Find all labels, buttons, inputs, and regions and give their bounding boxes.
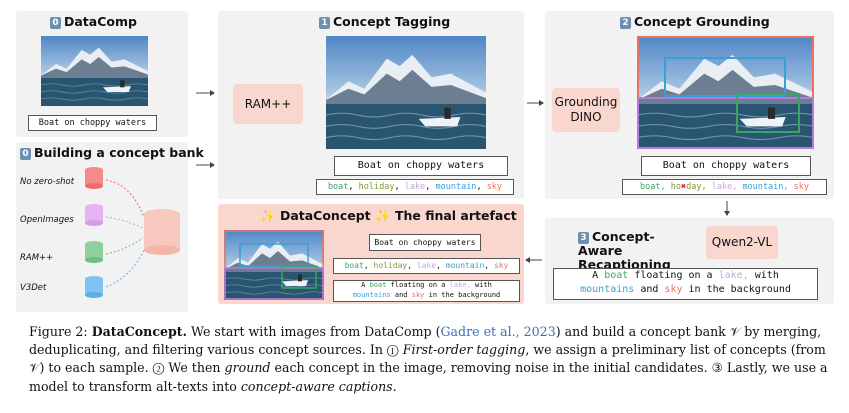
removed-cross-icon: ✖ [680,182,687,192]
database-icon [85,167,103,189]
arrow-icon [525,257,542,263]
grounding-alt-text: Boat on choppy waters [641,156,811,176]
arrow-icon [196,162,215,168]
arrow-icon [527,100,544,106]
grounding-image [637,36,814,149]
step-badge: 0 [20,148,31,160]
step-badge: 2 [620,17,631,29]
database-icon [85,276,103,298]
step-badge: 1 [319,17,330,29]
datacomp-alt-text: Boat on choppy waters [28,115,157,131]
ram-model-box: RAM++ [233,84,303,124]
step-badge: 0 [50,17,61,29]
tagging-tag-list: boat, holiday, lake, mountain, sky [316,179,514,195]
concept-sources-diagram [85,167,180,298]
step-badge: 3 [578,232,589,244]
source-label: RAM++ [20,253,54,263]
source-label: OpenImages [20,215,74,225]
database-icon [85,204,103,226]
datacomp-image [41,36,148,106]
arrow-icon [196,90,215,96]
final-image [224,230,324,300]
source-label: V3Det [20,283,47,293]
final-artefact-panel: ✨ DataConcept ✨ The final artefact Boat … [218,204,524,304]
concept-bank-database-icon [144,209,180,255]
final-tag-list: boat, holiday, lake, mountain, sky [333,258,520,274]
source-label: No zero-shot [20,177,75,187]
figure-caption: Figure 2: DataConcept. We start with ima… [29,324,828,394]
final-alt-text: Boat on choppy waters [369,234,481,251]
arrow-icon [724,201,730,216]
sparkle-icon: ✨ [260,208,276,223]
final-artefact-title: ✨ DataConcept ✨ The final artefact [260,208,517,223]
sparkle-icon: ✨ [375,208,391,223]
qwen-model-box: Qwen2-VL [706,226,778,259]
grounding-dino-box: Grounding DINO [552,88,620,132]
grounding-tag-list: boat, ho✖day, lake, mountain, sky [622,179,827,195]
database-icon [85,241,103,263]
tagging-image [326,36,486,149]
citation-link[interactable]: Gadre et al., 2023 [440,324,556,339]
tagging-alt-text: Boat on choppy waters [334,156,508,176]
